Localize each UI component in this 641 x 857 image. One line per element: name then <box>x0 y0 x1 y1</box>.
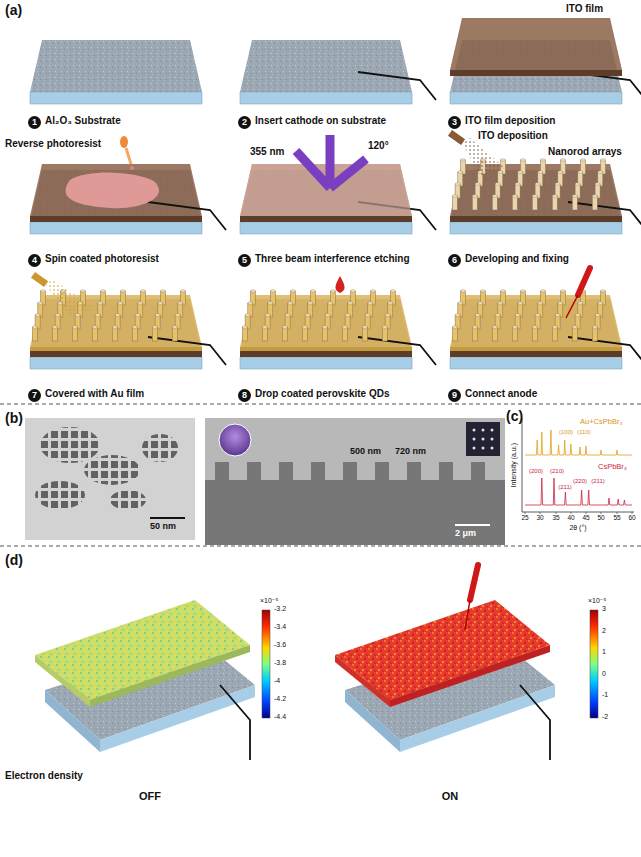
material-label: Reverse photoresist <box>5 138 101 150</box>
state-label: ON <box>442 790 459 803</box>
colorbar-tick: -3.6 <box>274 641 286 649</box>
peak-label: (220) <box>573 478 587 485</box>
step-label: Covered with Au film <box>45 388 144 400</box>
colorbar-tick: 1 <box>602 648 606 656</box>
panel-label: (b) <box>5 410 23 427</box>
colorbar-tick: -4 <box>274 677 280 685</box>
angle-label: 120° <box>368 140 389 152</box>
tick-label: 40 <box>567 514 574 522</box>
panel-label: (a) <box>5 2 22 19</box>
state-label: OFF <box>139 790 161 803</box>
colorbar-tick: -1 <box>602 691 608 699</box>
step-label: Insert cathode on substrate <box>255 115 386 127</box>
step-number: 6 <box>448 254 461 267</box>
dimension-label: 720 nm <box>395 446 426 457</box>
scale-label: 50 nm <box>150 521 176 532</box>
step-label: Spin coated photoresist <box>45 253 159 265</box>
dimension-label: 500 nm <box>350 446 381 457</box>
step-number: 1 <box>28 116 41 129</box>
step-label: ITO film deposition <box>465 115 555 127</box>
tick-label: 60 <box>628 514 635 522</box>
step-number: 7 <box>28 389 41 402</box>
tick-label: 30 <box>536 514 543 522</box>
step-label: Drop coated perovskite QDs <box>255 388 389 400</box>
colorbar-tick: -4.4 <box>274 713 286 721</box>
peak-label: (200) <box>529 468 543 475</box>
axis-title: Intensity (a.u.) <box>510 443 518 487</box>
tick-label: 25 <box>521 514 528 522</box>
peak-label: (211) <box>558 484 572 491</box>
trace-label: CsPbBr₃ <box>598 462 627 471</box>
axis-title: 2θ (°) <box>569 524 586 532</box>
peak-label: (211) <box>591 478 605 485</box>
step-number: 4 <box>28 254 41 267</box>
tick-label: 50 <box>597 514 604 522</box>
peak-label: (210) <box>550 468 564 475</box>
colorbar-tick: 2 <box>602 627 606 635</box>
step-number: 8 <box>238 389 251 402</box>
layer-label: ITO film <box>566 3 603 15</box>
step-number: 9 <box>448 389 461 402</box>
colorbar-tick: -3.8 <box>274 659 286 667</box>
step-label: Connect anode <box>465 388 537 400</box>
panel-label: (d) <box>5 552 23 569</box>
colorbar-tick: -4.2 <box>274 695 286 703</box>
colorbar-tick: -3.4 <box>274 623 286 631</box>
tick-label: 35 <box>552 514 559 522</box>
colorbar-exponent: ×10⁻⁵ <box>260 597 278 605</box>
peak-label: (110) <box>577 429 591 436</box>
tick-label: 55 <box>613 514 620 522</box>
step-label: Al₂O₃ Substrate <box>45 115 121 127</box>
panel-label: (c) <box>506 408 523 425</box>
peak-label: (100) <box>559 429 573 436</box>
process-label: ITO deposition <box>478 130 548 142</box>
colorbar-tick: -2 <box>602 713 608 721</box>
step-label: Three beam interference etching <box>255 253 410 265</box>
quantity-label: Electron density <box>5 770 83 782</box>
step-number: 2 <box>238 116 251 129</box>
structure-label: Nanorod arrays <box>548 146 622 158</box>
colorbar-tick: -3.2 <box>274 605 286 613</box>
tick-label: 45 <box>582 514 589 522</box>
colorbar-exponent: ×10⁻⁵ <box>588 597 606 605</box>
colorbar-tick: 0 <box>602 670 606 678</box>
scale-label: 2 μm <box>455 528 476 539</box>
step-number: 5 <box>238 254 251 267</box>
step-label: Developing and fixing <box>465 253 569 265</box>
trace-label: Au+CsPbBr₃ <box>580 417 622 426</box>
wavelength-label: 355 nm <box>250 146 284 158</box>
step-number: 3 <box>448 116 461 129</box>
colorbar-tick: 3 <box>602 605 606 613</box>
